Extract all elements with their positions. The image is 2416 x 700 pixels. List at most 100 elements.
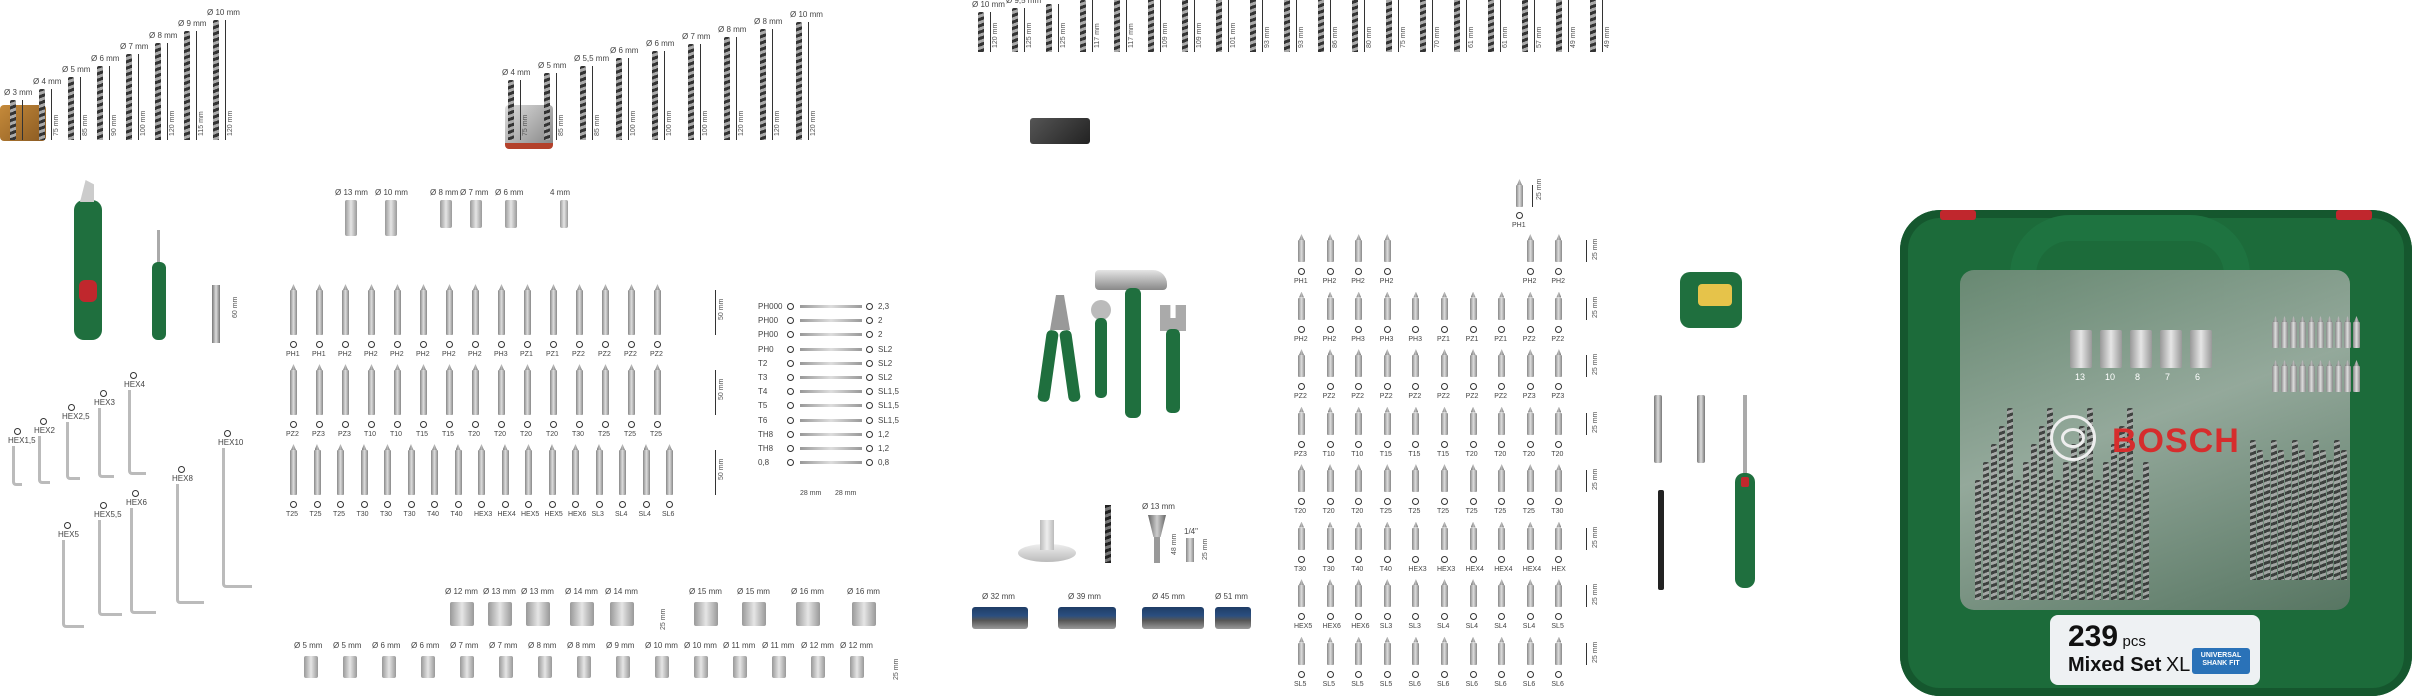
grid-bit-icon (1298, 670, 1305, 678)
grid-row-length-line (1586, 355, 1587, 377)
bit (446, 290, 453, 335)
bit-type-icon (525, 501, 532, 508)
hex-key (98, 520, 122, 616)
grid-bit-icon (1526, 555, 1534, 563)
grid-bit-icon (1498, 613, 1506, 620)
double-bit-len-left: 28 mm (800, 490, 822, 497)
bit (342, 290, 349, 335)
hex-key-ring (14, 428, 21, 435)
bit-type-icon (478, 501, 485, 508)
socket-row2 (499, 656, 513, 678)
drill-length-line (736, 36, 737, 140)
grid-bit-icon (1326, 613, 1334, 620)
grid-bit-label: SL4 (1522, 623, 1536, 630)
bit-label: SL6 (662, 511, 675, 518)
ph1-len-line (1532, 185, 1533, 207)
drill-length-label: 120 mm (738, 110, 745, 136)
grid-bit-label: T25 (1437, 508, 1450, 515)
drill-length-line (1160, 0, 1161, 52)
grid-bit (1469, 585, 1477, 607)
grid-bit-icon (1441, 440, 1448, 448)
double-bit (800, 376, 862, 379)
grid-bit-icon (1298, 613, 1305, 620)
socket-row1 (742, 602, 766, 626)
double-bit-len-right: 28 mm (835, 490, 857, 497)
drill-length-line (167, 42, 168, 140)
grid-bit (1498, 527, 1506, 550)
top-socket-label: Ø 10 mm (375, 188, 408, 197)
grid-bit (1412, 642, 1420, 665)
drill-bit (126, 54, 132, 140)
product-name-suffix: XL (2165, 654, 2191, 676)
socket-row2 (850, 656, 864, 678)
drill-diameter-label: Ø 8 mm (718, 24, 747, 34)
drill-length-label: 49 mm (1570, 26, 1577, 48)
bit-label: PH2 (468, 351, 482, 358)
bit-label: T40 (427, 511, 440, 518)
holesaw (972, 607, 1028, 629)
drill-bit (184, 31, 190, 140)
ph1-single-icon (1516, 212, 1523, 219)
bit-type-icon (394, 421, 401, 428)
grid-bit-icon (1526, 670, 1534, 678)
case-bit-row2 (2326, 366, 2333, 392)
drill-bit (1352, 0, 1358, 52)
grid-bit (1498, 297, 1506, 320)
socket-row2-label: Ø 8 mm (528, 641, 557, 650)
double-bit-left-icon (787, 416, 794, 424)
bit (394, 370, 401, 415)
bit-label: T30 (380, 511, 393, 518)
bit-label: T25 (333, 511, 346, 518)
bit (431, 450, 438, 495)
drill-length-line (22, 100, 23, 140)
drill-diameter-label: Ø 6 mm (646, 39, 675, 48)
bit (628, 370, 635, 415)
drill-bit (1046, 4, 1052, 52)
double-bit (800, 333, 862, 337)
drill-length-label: 101 mm (1230, 22, 1237, 48)
grid-bit (1383, 527, 1391, 550)
bit-type-icon (602, 421, 609, 428)
grid-bit (1326, 470, 1334, 492)
bit-label: PZ1 (546, 351, 559, 358)
grid-bit-label: T40 (1351, 565, 1364, 573)
case-drill-right (2285, 460, 2291, 580)
hex-key-ring (130, 372, 137, 379)
grid-bit (1412, 527, 1420, 550)
double-bit-left-label: T3 (758, 373, 768, 382)
grid-bit-icon (1326, 498, 1334, 505)
grid-bit-label: PH2 (1379, 278, 1394, 285)
grid-bit-icon (1355, 383, 1363, 390)
grid-bit (1555, 240, 1563, 262)
drill-diameter-label: Ø 5 mm (62, 65, 91, 75)
holesaw-label: Ø 45 mm (1152, 592, 1185, 601)
grid-bit (1469, 355, 1477, 377)
socket-row2 (382, 656, 396, 678)
case-drill (2047, 408, 2053, 600)
drill-bit (978, 12, 984, 52)
holesaw-label: Ø 51 mm (1215, 592, 1248, 601)
bit (472, 290, 479, 335)
drill-length-label: 70 mm (1434, 26, 1441, 48)
double-bit-right-label: 2 (878, 316, 883, 326)
hex-key-label: HEX5 (58, 530, 79, 539)
grid-bit-icon (1355, 440, 1363, 448)
grid-bit-icon (1412, 613, 1420, 620)
grid-bit-icon (1326, 670, 1334, 678)
grid-bit (1469, 297, 1477, 320)
grid-bit-label: T20 (1294, 508, 1307, 515)
double-bit-right-label: SL1,5 (878, 387, 899, 397)
drill-length-label: 120 mm (169, 110, 176, 136)
socket-row1-label: Ø 15 mm (737, 587, 770, 596)
top-socket-label: Ø 8 mm (430, 188, 459, 197)
double-bit-right-icon (866, 459, 873, 467)
drill-length-line (1296, 0, 1297, 52)
bit-label: HEX4 (497, 511, 516, 518)
grid-bit-icon (1298, 498, 1305, 505)
socket-row1-label: Ø 16 mm (791, 587, 824, 596)
drill-length-label: 125 mm (1060, 22, 1067, 48)
bit (368, 290, 375, 335)
double-bit-right-icon (866, 445, 873, 452)
hex-key-label: HEX3 (94, 398, 115, 407)
double-bit-right-label: SL2 (878, 373, 893, 382)
